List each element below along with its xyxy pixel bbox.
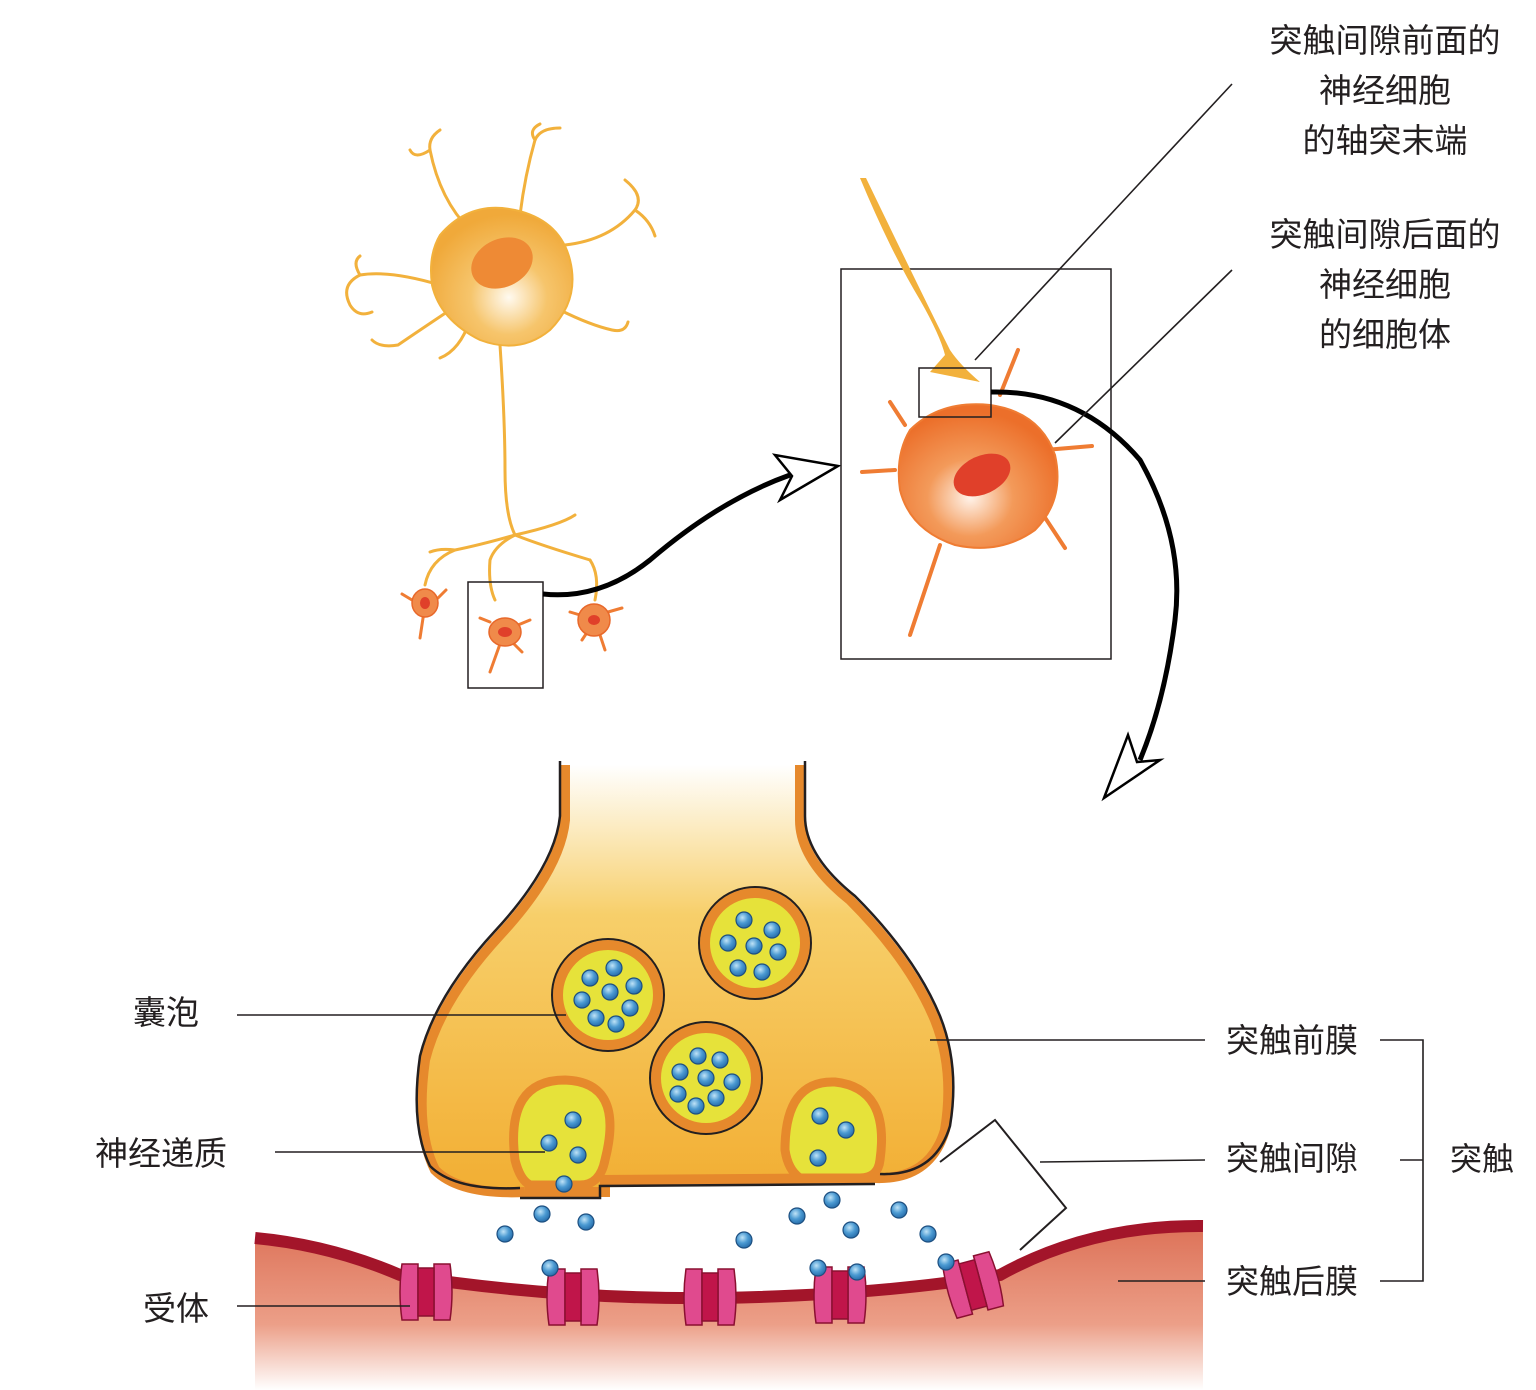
synaptic-cleft-bracket	[939, 1118, 1068, 1251]
svg-text:的轴突末端: 的轴突末端	[1303, 121, 1468, 160]
label-receptor: 受体	[143, 1289, 209, 1328]
svg-text:突触间隙后面的: 突触间隙后面的	[1270, 215, 1501, 254]
zoom-arrow-2	[990, 389, 1180, 802]
zoom-box-synapse	[918, 367, 992, 418]
label-synaptic-cleft: 突触间隙	[1226, 1139, 1358, 1178]
zoom-box-small	[467, 581, 544, 689]
zoom-arrow-1	[542, 453, 842, 598]
svg-text:突触间隙前面的: 突触间隙前面的	[1270, 21, 1501, 60]
target-neurons-small	[400, 588, 624, 674]
leader-synaptic-cleft	[1039, 1159, 1206, 1163]
label-presynaptic-membrane: 突触前膜	[1226, 1021, 1358, 1060]
svg-text:神经细胞: 神经细胞	[1319, 265, 1451, 304]
enlarged-neuron-illustration	[860, 178, 1094, 637]
svg-text:神经细胞: 神经细胞	[1319, 71, 1451, 110]
fusing-vesicles	[509, 1075, 886, 1190]
label-synapse: 突触	[1450, 1140, 1514, 1178]
label-postsynaptic-cell-body: 突触间隙后面的 神经细胞 的细胞体	[1270, 215, 1501, 354]
neurotransmitter-molecules	[496, 911, 955, 1281]
synapse-brace	[1380, 1039, 1424, 1282]
leader-cell-body	[1054, 269, 1233, 444]
leader-axon-terminal	[974, 83, 1233, 361]
label-presynaptic-axon-terminal: 突触间隙前面的 神经细胞 的轴突末端	[1270, 21, 1501, 160]
svg-text:的细胞体: 的细胞体	[1319, 315, 1451, 354]
label-postsynaptic-membrane: 突触后膜	[1226, 1262, 1358, 1301]
receptors	[399, 1250, 1005, 1326]
label-neurotransmitter: 神经递质	[95, 1134, 227, 1173]
presynaptic-neuron-illustration	[345, 122, 657, 602]
label-vesicle: 囊泡	[133, 993, 199, 1032]
